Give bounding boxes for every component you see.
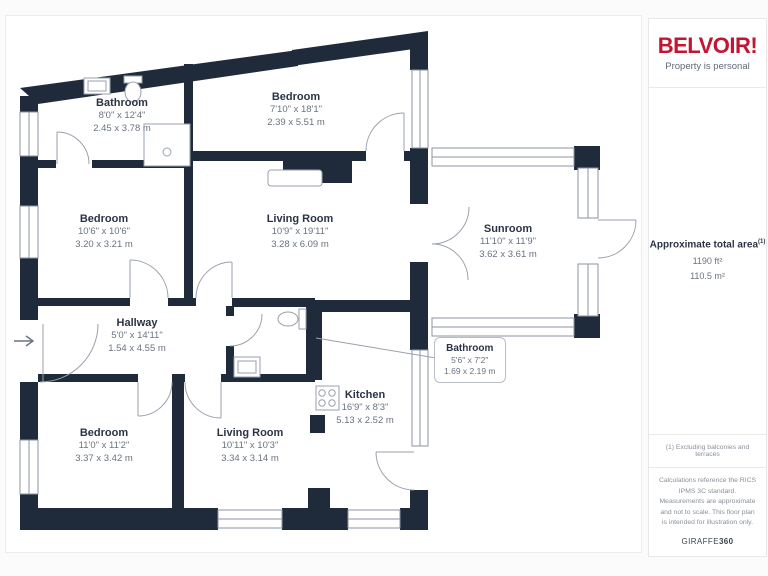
room-label-living-room-bottom: Living Room 10'11" x 10'3" 3.34 x 3.14 m bbox=[216, 427, 284, 465]
room-label-bathroom-top: Bathroom 8'0" x 12'4" 2.45 x 3.78 m bbox=[93, 97, 151, 135]
room-label-sunroom: Sunroom 11'10" x 11'9" 3.62 x 3.61 m bbox=[479, 223, 537, 261]
room-label-bedroom-bottom: Bedroom 11'0" x 11'2" 3.37 x 3.42 m bbox=[75, 427, 133, 465]
disclaimer-text: Calculations reference the RICS IPMS 3C … bbox=[658, 477, 757, 527]
brand-section: BELVOIR! Property is personal bbox=[649, 19, 766, 87]
room-label-bedroom-top: Bedroom 7'10" x 18'1" 2.39 x 5.51 m bbox=[267, 91, 325, 129]
info-panel: BELVOIR! Property is personal Approximat… bbox=[648, 18, 767, 557]
area-title: Approximate total area(1) bbox=[649, 239, 766, 251]
footnote-section: (1) Excluding balconies and terraces bbox=[649, 434, 766, 467]
room-label-kitchen: Kitchen 16'9" x 8'3" 5.13 x 2.52 m bbox=[336, 389, 394, 427]
area-metric: 110.5 m² bbox=[690, 270, 725, 281]
room-label-bedroom-mid: Bedroom 10'6" x 10'6" 3.20 x 3.21 m bbox=[75, 213, 133, 251]
room-label-living-room-main: Living Room 10'9" x 19'11" 3.28 x 6.09 m bbox=[266, 213, 334, 251]
area-imperial: 1190 ft² bbox=[692, 256, 723, 267]
room-label-bathroom-callout: Bathroom 5'6" x 7'2" 1.69 x 2.19 m bbox=[434, 337, 506, 383]
room-label-hallway: Hallway 5'0" x 14'11" 1.54 x 4.55 m bbox=[108, 317, 166, 355]
brand-logo: BELVOIR! bbox=[657, 32, 758, 58]
floorplan-card bbox=[5, 15, 642, 553]
disclaimer-section: Calculations reference the RICS IPMS 3C … bbox=[649, 467, 766, 556]
giraffe360-credit: GIRAFFE360 bbox=[681, 537, 734, 546]
area-section: Approximate total area(1) 1190 ft² 110.5… bbox=[649, 87, 766, 434]
footnote-text: (1) Excluding balconies and terraces bbox=[665, 444, 750, 459]
brand-tagline: Property is personal bbox=[665, 60, 750, 72]
area-footnote-marker: (1) bbox=[758, 239, 766, 246]
